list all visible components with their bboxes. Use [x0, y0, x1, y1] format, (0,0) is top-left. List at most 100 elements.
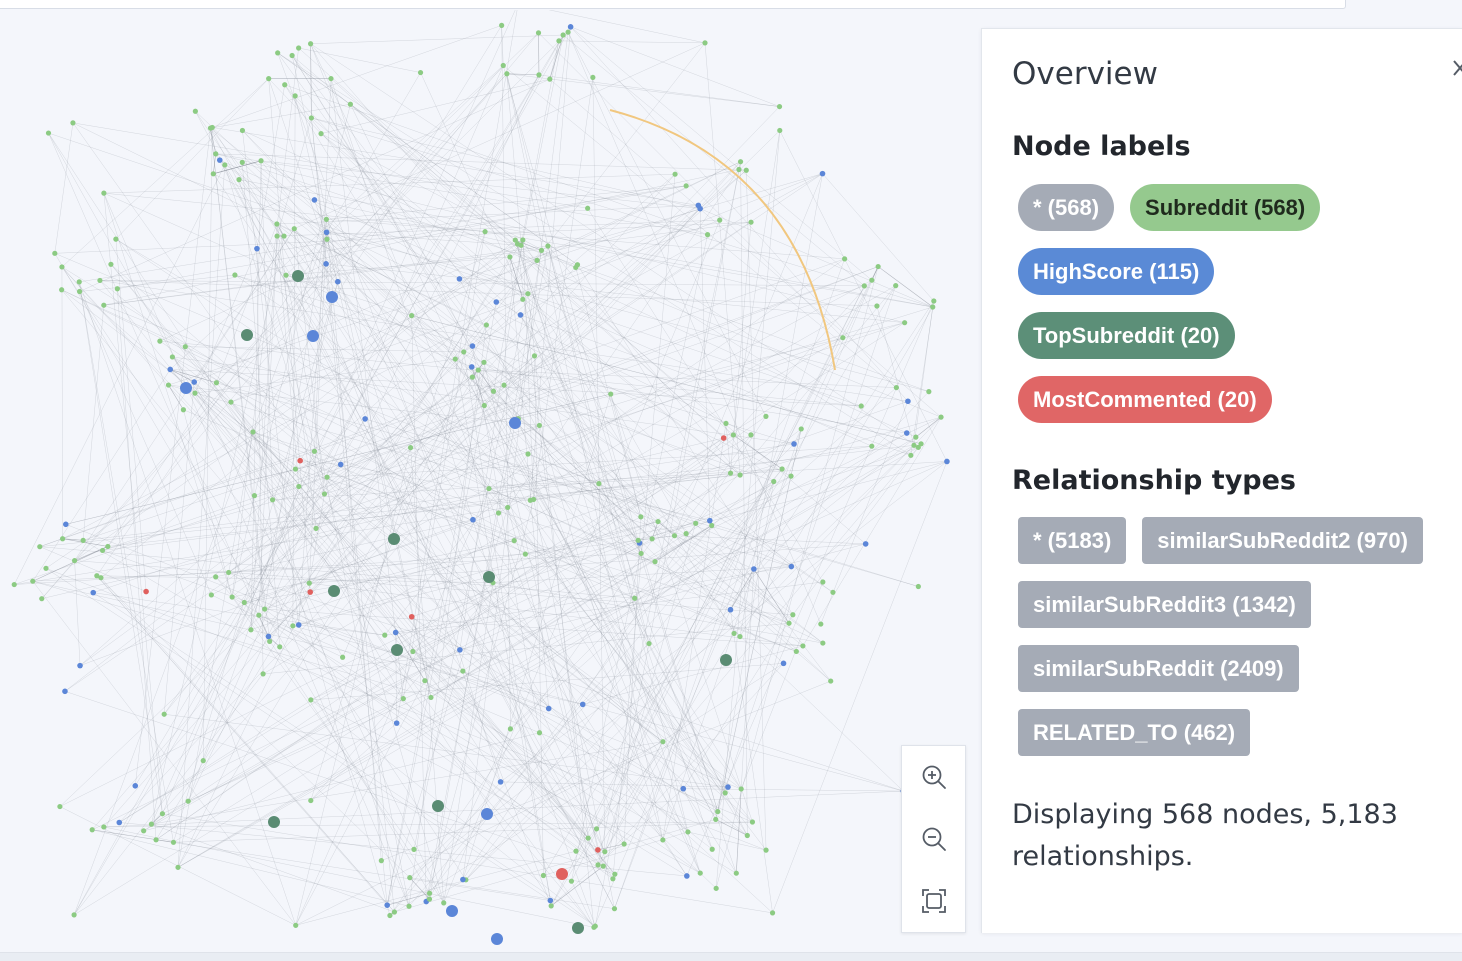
subreddit-node	[512, 538, 517, 543]
subreddit-node	[392, 909, 397, 914]
fit-screen-button[interactable]	[914, 881, 954, 921]
highscore-node	[697, 206, 703, 212]
subreddit-node	[211, 171, 216, 176]
subreddit-node	[794, 649, 799, 654]
highlighted-node	[491, 933, 503, 945]
node-label-chip-mostcommented[interactable]: MostCommented (20)	[1018, 376, 1272, 423]
subreddit-node	[731, 631, 736, 636]
subreddit-node	[745, 833, 750, 838]
highlighted-node	[483, 571, 495, 583]
relationship-edge	[216, 520, 473, 577]
subreddit-node	[232, 272, 237, 277]
subreddit-node	[113, 237, 118, 242]
relationship-chip-all[interactable]: * (5183)	[1018, 517, 1126, 564]
subreddit-node	[840, 335, 845, 340]
node-label-chip-highscore[interactable]: HighScore (115)	[1018, 248, 1214, 295]
relationship-edge	[583, 646, 803, 704]
subreddit-node	[536, 30, 541, 35]
subreddit-node	[601, 864, 606, 869]
relationship-edge	[518, 419, 822, 643]
subreddit-node	[401, 696, 406, 701]
subreddit-node	[340, 655, 345, 660]
subreddit-node	[481, 360, 486, 365]
subreddit-node	[869, 278, 874, 283]
subreddit-node	[293, 923, 298, 928]
subreddit-node	[72, 558, 77, 563]
subreddit-node	[262, 606, 267, 611]
relationship-chip-similarsubreddit2[interactable]: similarSubReddit2 (970)	[1142, 517, 1423, 564]
subreddit-node	[296, 45, 301, 50]
subreddit-node	[242, 600, 247, 605]
relationship-edge	[278, 53, 911, 455]
relationship-chip-similarsubreddit3[interactable]: similarSubReddit3 (1342)	[1018, 581, 1311, 628]
relationship-edge	[683, 789, 736, 873]
subreddit-node	[100, 548, 105, 553]
relationship-chip-similarsubreddit[interactable]: similarSubReddit (2409)	[1018, 645, 1299, 692]
highscore-node	[116, 820, 122, 826]
subreddit-node	[308, 798, 313, 803]
node-label-chip-topsubreddit[interactable]: TopSubreddit (20)	[1018, 312, 1235, 359]
zoom-out-icon	[920, 825, 948, 853]
relationship-edge	[74, 674, 263, 915]
subreddit-node	[556, 38, 561, 43]
relationship-edge	[551, 829, 596, 906]
subreddit-node	[115, 286, 120, 291]
relationship-edge	[212, 25, 501, 127]
subreddit-node	[738, 159, 743, 164]
subreddit-node	[541, 873, 546, 878]
subreddit-node	[170, 354, 175, 359]
highscore-node	[296, 622, 302, 628]
subreddit-node	[525, 451, 530, 456]
subreddit-node	[209, 592, 214, 597]
relationship-edge	[614, 259, 844, 909]
subreddit-node	[70, 120, 75, 125]
relationship-edge	[548, 246, 740, 475]
highscore-node	[384, 902, 390, 908]
subreddit-node	[820, 579, 825, 584]
subreddit-node	[201, 758, 206, 763]
subreddit-node	[602, 849, 607, 854]
subreddit-node	[830, 590, 835, 595]
subreddit-node	[842, 256, 847, 261]
top-search-bar[interactable]	[0, 0, 1346, 9]
zoom-in-button[interactable]	[914, 757, 954, 797]
subreddit-node	[736, 167, 741, 172]
mostcommented-node	[307, 589, 313, 595]
relationship-edge	[559, 41, 705, 43]
subreddit-node	[43, 566, 48, 571]
subreddit-node	[790, 612, 795, 617]
highscore-node	[470, 343, 476, 349]
subreddit-node	[828, 678, 833, 683]
close-icon[interactable]	[1452, 59, 1462, 89]
subreddit-node	[324, 475, 329, 480]
highscore-node	[335, 279, 341, 285]
highscore-node	[905, 398, 911, 404]
subreddit-node	[410, 649, 415, 654]
subreddit-node	[709, 523, 714, 528]
relationship-chip-related-to[interactable]: RELATED_TO (462)	[1018, 709, 1250, 756]
relationship-edge	[55, 123, 73, 253]
relationship-edge	[674, 174, 822, 536]
zoom-out-button[interactable]	[914, 819, 954, 859]
highlighted-node	[432, 800, 444, 812]
node-label-chip-all[interactable]: * (568)	[1018, 184, 1114, 231]
relationship-edge	[521, 245, 929, 391]
relationship-edge	[614, 481, 773, 908]
graph-visualization[interactable]	[0, 10, 980, 950]
subreddit-node	[705, 232, 710, 237]
subreddit-node	[348, 102, 353, 107]
subreddit-node	[894, 385, 899, 390]
mostcommented-node	[297, 458, 303, 464]
subreddit-node	[422, 678, 427, 683]
subreddit-node	[46, 130, 51, 135]
subreddit-node	[186, 799, 191, 804]
mostcommented-node	[721, 435, 727, 441]
subreddit-node	[573, 849, 578, 854]
relationship-edge	[705, 43, 740, 475]
subreddit-node	[166, 382, 171, 387]
subreddit-node	[638, 514, 643, 519]
subreddit-node	[748, 220, 753, 225]
subreddit-node	[684, 183, 689, 188]
relationship-edge	[33, 581, 296, 925]
node-label-chip-subreddit[interactable]: Subreddit (568)	[1130, 184, 1320, 231]
